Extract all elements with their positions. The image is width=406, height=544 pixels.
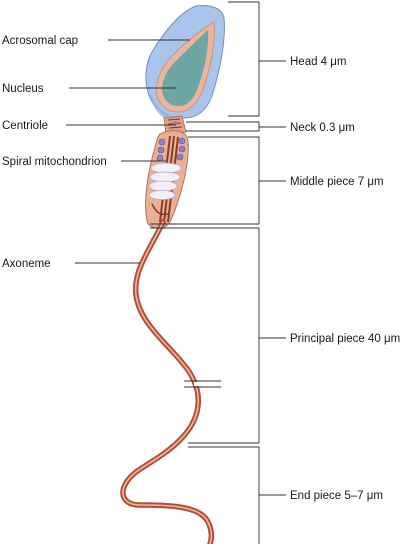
label-neck: Neck 0.3 μm	[290, 122, 355, 134]
label-centriole: Centriole	[2, 120, 48, 132]
left-leader-lines	[66, 39, 190, 264]
nucleus-shape	[162, 30, 209, 106]
mitochondrial-coils	[148, 162, 182, 200]
tail-core	[122, 221, 213, 544]
label-nucleus: Nucleus	[2, 83, 44, 95]
label-head: Head 4 μm	[290, 56, 346, 68]
label-spiral-mitochondrion: Spiral mitochondrion	[2, 156, 107, 168]
right-brackets	[150, 1, 286, 544]
label-middle-piece: Middle piece 7 μm	[290, 176, 384, 188]
label-axoneme: Axoneme	[2, 258, 51, 270]
label-end-piece: End piece 5–7 μm	[290, 490, 383, 502]
neck-region	[163, 115, 187, 135]
sperm-head	[145, 5, 225, 121]
label-principal-piece: Principal piece 40 μm	[290, 333, 400, 345]
label-acrosomal-cap: Acrosomal cap	[2, 35, 78, 47]
sperm-tail	[120, 219, 221, 544]
spiral-mitochondria	[156, 137, 186, 162]
middle-piece	[145, 130, 189, 229]
